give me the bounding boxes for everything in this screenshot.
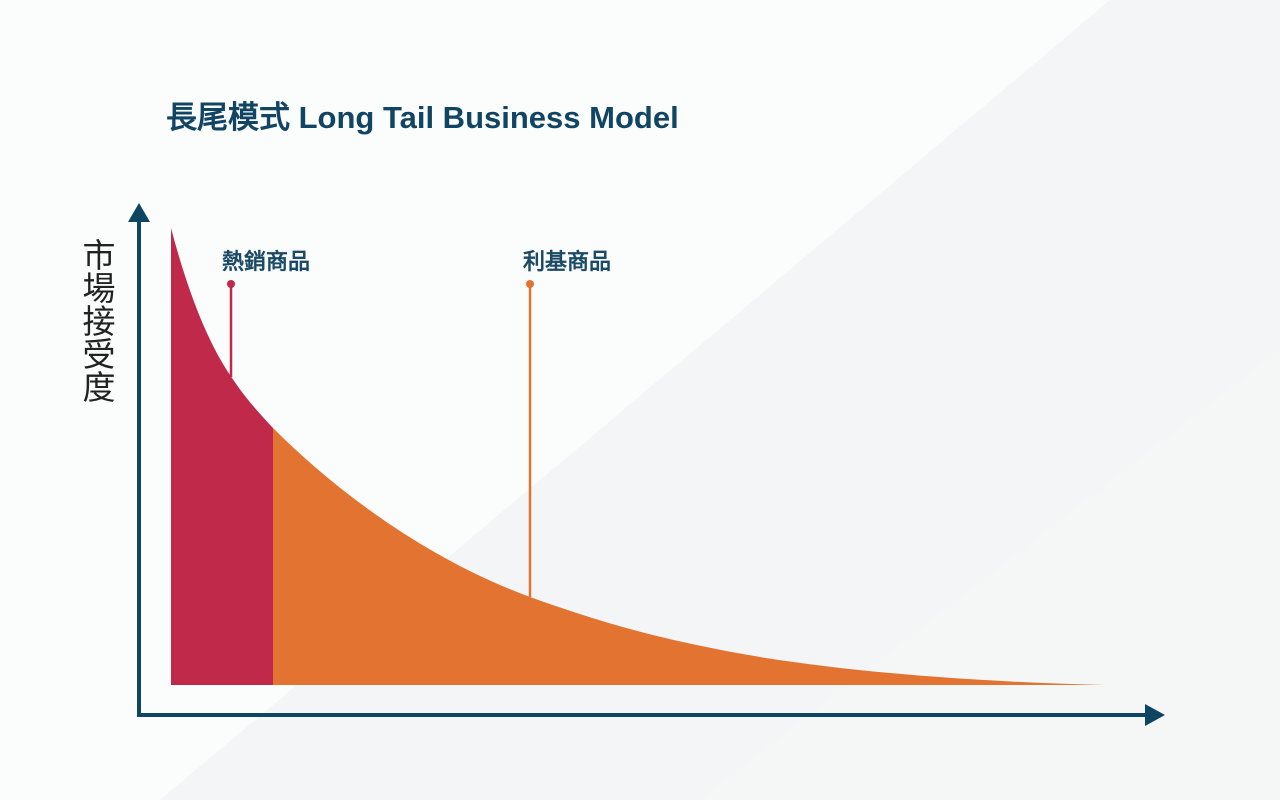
tail-callout-dot [526,280,534,288]
head-callout-dot [227,280,235,288]
y-axis-arrow-icon [128,203,150,222]
y-axis-label: 市場接受度 [77,238,116,403]
x-axis-arrow-icon [1145,704,1165,726]
head-callout-label: 熱銷商品 [222,250,311,275]
diagram-title: 長尾模式 Long Tail Business Model [166,100,679,135]
tail-area [273,428,1105,685]
tail-callout-label: 利基商品 [523,250,612,275]
head-area [171,228,273,685]
